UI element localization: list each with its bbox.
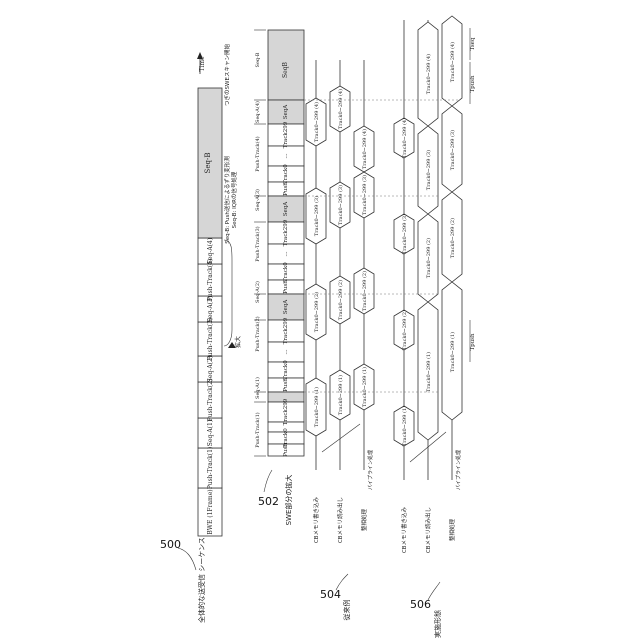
swe-hdr-seq-a-1: Seq-A(1) (254, 377, 261, 399)
cell-push-1: Push (283, 443, 289, 457)
emb-r1-hex-3-label: Track0~299 (3) (401, 214, 408, 254)
emb-r2-hex-1-label: Track0~299 (1) (425, 352, 432, 392)
emb-r3-hex-1-label: Track0~299 (1) (449, 332, 456, 372)
swe-seq-b-cell: SeqB (282, 61, 289, 78)
overall-sequence: BWE (1Frame) Push-Track(1) Seq-A(1) Push… (160, 44, 242, 623)
conventional-label: 従来例 (342, 600, 351, 621)
emb-row1-label: CBメモリ書き込み (400, 506, 408, 553)
conv-row3-label: 整相処理 (360, 509, 368, 532)
cell-dots-3: ... (283, 251, 289, 256)
cell-seqa-3: SeqA (283, 201, 289, 217)
tpush-label-1: Tpush (470, 333, 476, 351)
label-seq-a-4: Seq-A(4) (207, 238, 214, 264)
seq-b-note-2: Seq-B: IQRの信号処理 (230, 171, 238, 228)
label-seq-a-1: Seq-A(1) (207, 420, 214, 446)
swe-group-1: Track299 Track0 Push (268, 392, 304, 457)
conv-r1-hex-3-label: Track0~299 (3) (313, 196, 320, 236)
overall-label: 全体的な送受信 シーケンス (197, 537, 206, 623)
swe-hdr-push-track-1: Push-Track(1) (254, 412, 261, 448)
cell-track0-3: Track0 (283, 262, 289, 282)
swe-hdr-seq-a-4: Seq-A(4) (254, 101, 261, 123)
emb-r3-hex-2-label: Track0~299 (2) (449, 218, 456, 258)
cell-push-3: Push (283, 280, 289, 294)
conv-row1-label: CBメモリ書き込み (312, 496, 320, 543)
label-push-track-1: Push-Track(1) (207, 447, 214, 490)
conv-pipeline-label: パイプライン処理 (367, 450, 374, 490)
swe-enlargement: SeqB SeqA Track299 ... Track0 Push SeqA … (254, 30, 304, 525)
embodiment-label: 実施形態 (433, 610, 442, 638)
emb-r1-hex-4-label: Track0~299 (4) (401, 118, 408, 158)
cell-track299-3: Track299 (283, 219, 289, 246)
emb-r2-hex-2-label: Track0~299 (2) (425, 238, 432, 278)
emb-r2-hex-4-label: Track0~299 (4) (425, 54, 432, 94)
ref-506-leader (428, 582, 440, 600)
emb-r3-hex-4-label: Track0~299 (4) (449, 42, 456, 82)
cell-dots-2: ... (283, 349, 289, 354)
emb-row3-label: 整相処理 (448, 519, 456, 542)
cell-track299-2: Track299 (283, 317, 289, 344)
next-swe-label: つぎのSWEスキャン開始 (223, 44, 231, 106)
ref-506: 506 (410, 598, 431, 611)
enlarge-brace (224, 240, 232, 346)
swe-hdr-seq-b: Seq-B (255, 52, 261, 67)
cell-push-2: Push (283, 378, 289, 392)
conv-r2-hex-2-label: Track0~299 (2) (337, 280, 344, 320)
emb-r2-hex-3-label: Track0~299 (3) (425, 150, 432, 190)
conv-r1-hex-2-label: Track0~299 (2) (313, 292, 320, 332)
conv-r3-hex-1-label: Track0~299 (1) (361, 367, 368, 407)
cell-dots-4: ... (283, 153, 289, 158)
conv-r3-hex-4-label: Track0~299 (4) (361, 129, 368, 169)
enlarge-label: 拡大 (234, 336, 242, 348)
swe-group-3: SeqA Track299 ... Track0 Push (268, 196, 304, 294)
ref-500: 500 (160, 538, 181, 551)
cell-push-4: Push (283, 182, 289, 196)
cell-seqa-2: SeqA (283, 299, 289, 315)
conv-r2-hex-1-label: Track0~299 (1) (337, 375, 344, 415)
swe-group-4: SeqA Track299 ... Track0 Push (268, 100, 304, 196)
conv-r3-hex-2-label: Track0~299 (2) (361, 271, 368, 311)
emb-pipeline-label: パイプライン処理 (455, 450, 462, 490)
time-label: Time (199, 56, 206, 72)
swe-hdr-push-track-4: Push-Track(4) (254, 136, 261, 172)
conv-r3-hex-3-label: Track0~299 (3) (361, 175, 368, 215)
ref-502: 502 (258, 495, 279, 508)
ref-502-leader (264, 470, 272, 492)
cell-track0-4: Track0 (283, 164, 289, 184)
swe-label: SWE部分の拡大 (284, 475, 293, 526)
cell-track299-1: Track299 (283, 398, 289, 425)
conv-pipeline-arrow (322, 424, 360, 452)
ref-500-leader (178, 548, 196, 570)
emb-r1-hex-2-label: Track0~299 (2) (401, 310, 408, 350)
conv-row2-label: CBメモリ読み出し (336, 497, 344, 543)
ref-504: 504 (320, 588, 341, 601)
swe-group-2: SeqA Track299 ... Track0 Push (268, 294, 304, 392)
conventional-section: Track0~299 (1) Track0~299 (2) Track0~299… (306, 60, 374, 621)
emb-row2-label: CBメモリ読み出し (424, 507, 432, 553)
cell-seqa-4: SeqA (283, 104, 289, 120)
conv-r2-hex-3-label: Track0~299 (3) (337, 185, 344, 225)
emb-r1-hex-1-label: Track0~299 (1) (401, 406, 408, 446)
label-seq-b: Seq-B (204, 153, 212, 174)
label-bwe: BWE (1Frame) (207, 489, 214, 534)
label-push-track-3: Push-Track(3) (207, 318, 214, 361)
tseq-label: Tseq (470, 37, 476, 50)
conv-r1-hex-4-label: Track0~299 (4) (313, 102, 320, 142)
cell-track0-2: Track0 (283, 360, 289, 380)
cell-track299-4: Track299 (283, 121, 289, 148)
conv-r2-hex-4-label: Track0~299 (4) (337, 89, 344, 129)
emb-r3-hex-3-label: Track0~299 (3) (449, 130, 456, 170)
swe-hdr-push-track-2: Push-Track(2) (254, 316, 261, 352)
swe-hdr-push-track-3: Push-Track(3) (254, 226, 261, 262)
label-push-track-2: Push-Track(2) (207, 379, 214, 422)
tpush-label-2: Tpush (470, 75, 476, 93)
embodiment-section: Track0~299 (1) Track0~299 (2) Track0~299… (394, 16, 476, 638)
swe-hdr-seq-a-2: Seq-A(2) (254, 281, 261, 303)
conv-r1-hex-1-label: Track0~299 (1) (313, 387, 320, 427)
swe-hdr-seq-a-3: Seq-A(3) (254, 189, 261, 211)
seq-b-note: Seq-B: Push送信によるずり変形測 (223, 156, 231, 244)
